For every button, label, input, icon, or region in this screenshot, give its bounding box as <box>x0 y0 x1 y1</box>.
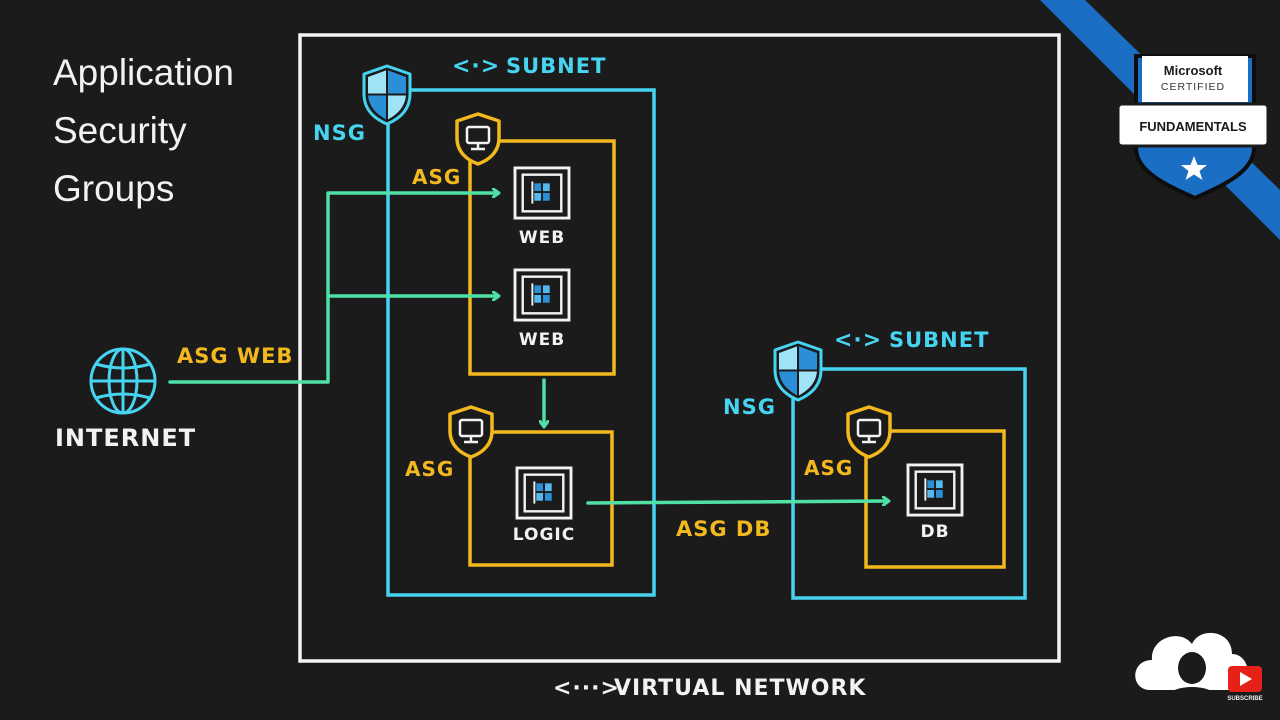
cloud-avatar-icon <box>1135 632 1249 696</box>
title-line-3: Groups <box>53 168 175 209</box>
badge-line-3: FUNDAMENTALS <box>1139 119 1247 134</box>
asg-db-label: ASG <box>804 456 853 480</box>
web-vm-1-icon <box>513 166 571 220</box>
badge-line-2: CERTIFIED <box>1161 81 1225 93</box>
nsg-1-label: NSG <box>313 121 366 145</box>
vnet-label: VIRTUAL NETWORK <box>614 676 866 701</box>
edge-label-asg-db: ASG DB <box>676 517 771 541</box>
db-vm-label: DB <box>920 522 949 542</box>
asg-logic-box <box>468 430 614 567</box>
title-line-1: Application <box>53 52 235 93</box>
subnet-2-box <box>791 367 1027 600</box>
subnet-1-box <box>386 88 656 597</box>
internet-to-web-arrows <box>168 193 498 384</box>
web-vm-2-label: WEB <box>519 330 565 350</box>
vnet-label-icon: <···> <box>553 676 620 701</box>
edge-label-asg-web: ASG WEB <box>177 344 293 368</box>
nsg-2-shield-icon <box>773 340 823 402</box>
certification-badge: Microsoft CERTIFIED FUNDAMENTALS <box>1040 0 1280 240</box>
asg-db-shield-icon <box>846 405 892 459</box>
asg-db-box <box>864 429 1006 569</box>
subnet-2-label: SUBNET <box>889 328 989 352</box>
subnet-2-icon: <·> <box>834 328 882 353</box>
web-vm-1-label: WEB <box>519 228 565 248</box>
asg-logic-label: ASG <box>405 457 454 481</box>
subscribe-label: SUBSCRIBE <box>1227 696 1262 702</box>
nsg-1-shield-icon <box>362 64 412 126</box>
logic-vm-icon <box>515 466 573 520</box>
globe-icon <box>89 347 157 415</box>
asg-web-shield-icon <box>455 112 501 166</box>
asg-web-label: ASG <box>412 165 461 189</box>
play-icon <box>1240 672 1252 686</box>
title-line-2: Security <box>53 110 187 151</box>
subscribe-button[interactable]: SUBSCRIBE <box>1227 666 1263 702</box>
badge-line-1: Microsoft <box>1164 63 1223 78</box>
logic-vm-label: LOGIC <box>513 525 575 545</box>
nsg-2-label: NSG <box>723 395 776 419</box>
subnet-1-label: SUBNET <box>506 54 606 78</box>
asg-logic-shield-icon <box>448 405 494 459</box>
page-title: Application Security Groups <box>53 44 234 218</box>
internet-label: INTERNET <box>55 424 196 452</box>
subnet-1-icon: <·> <box>452 54 500 79</box>
virtual-network-box <box>298 33 1061 663</box>
asg-web-box <box>468 139 616 376</box>
star-icon <box>1181 156 1207 180</box>
logic-to-db-arrow <box>586 501 888 503</box>
web-vm-2-icon <box>513 268 571 322</box>
db-vm-icon <box>906 463 964 517</box>
